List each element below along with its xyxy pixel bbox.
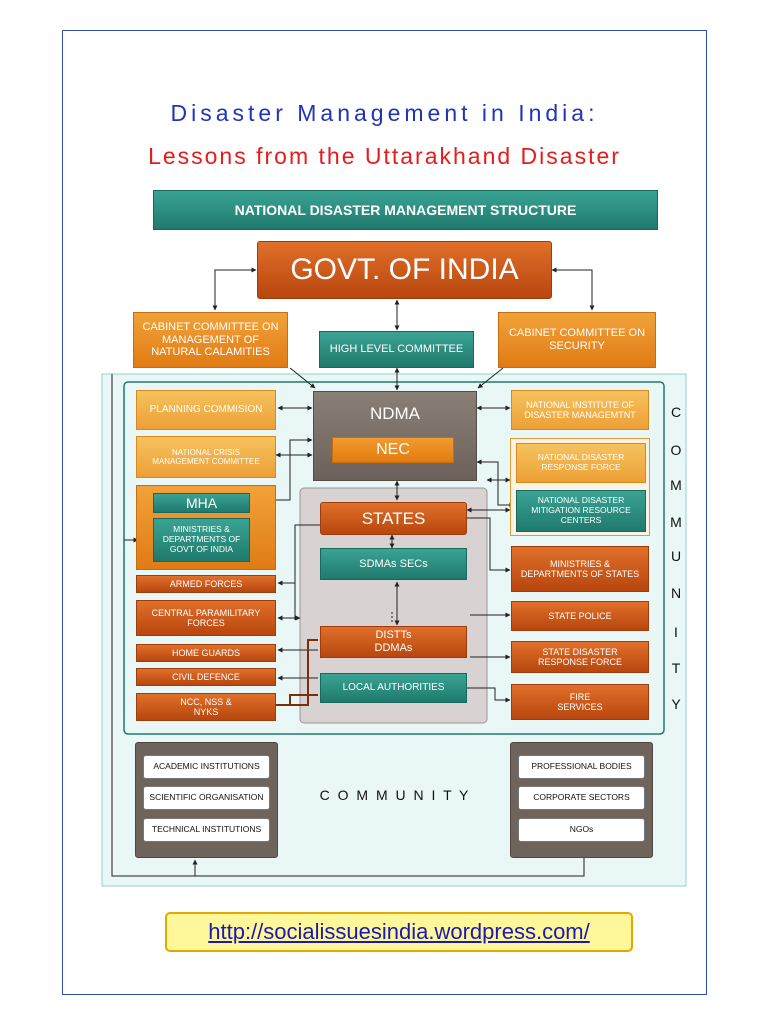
community-letter: O xyxy=(670,442,682,458)
blog-link[interactable]: http://socialissuesindia.wordpress.com/ xyxy=(208,919,590,944)
url-box: http://socialissuesindia.wordpress.com/ xyxy=(165,912,633,952)
states-panel xyxy=(299,487,488,724)
home-guards: HOME GUARDS xyxy=(136,644,276,662)
planning-commission: PLANNING COMMISION xyxy=(136,390,276,430)
page-title: Disaster Management in India: xyxy=(170,100,599,126)
community-letter: C xyxy=(670,404,682,420)
ncc-nss-nyks: NCC, NSS & NYKS xyxy=(136,693,276,721)
ministries-departments-states: MINISTRIES & DEPARTMENTS OF STATES xyxy=(511,546,649,592)
community-letter: I xyxy=(674,624,678,640)
central-paramilitary-forces: CENTRAL PARAMILITARY FORCES xyxy=(136,600,276,636)
national-crisis-management-committee: NATIONAL CRISIS MANAGEMENT COMMITTEE xyxy=(136,436,276,478)
community-letter: T xyxy=(671,660,681,676)
professional-bodies: PROFESSIONAL BODIES xyxy=(518,755,645,779)
state-disaster-response-force: STATE DISASTER RESPONSE FORCE xyxy=(511,641,649,673)
distts-ddmas-box: DISTTs DDMAs xyxy=(320,626,467,658)
state-police: STATE POLICE xyxy=(511,601,649,631)
diagram-header: NATIONAL DISASTER MANAGEMENT STRUCTURE xyxy=(153,190,658,230)
sdmas-secs-box: SDMAs SECs xyxy=(320,548,467,580)
corporate-sectors: CORPORATE SECTORS xyxy=(518,786,645,810)
academic-institutions: ACADEMIC INSTITUTIONS xyxy=(143,755,270,779)
page-frame xyxy=(62,30,707,995)
national-disaster-response-force: NATIONAL DISASTER RESPONSE FORCE xyxy=(516,443,646,483)
community-letter: U xyxy=(670,548,682,564)
nec-box: NEC xyxy=(332,437,454,463)
ngos: NGOs xyxy=(518,818,645,842)
community-letter: M xyxy=(670,514,682,530)
local-authorities-box: LOCAL AUTHORITIES xyxy=(320,673,467,703)
fire-services: FIRE SERVICES xyxy=(511,684,649,720)
community-letter: Y xyxy=(671,696,681,712)
civil-defence: CIVIL DEFENCE xyxy=(136,668,276,686)
community-letter: N xyxy=(670,585,682,601)
scientific-organisation: SCIENTIFIC ORGANISATION xyxy=(143,786,270,810)
community-horizontal: C O M M U N I T Y xyxy=(319,787,471,803)
ndma-label: NDMA xyxy=(369,404,421,423)
armed-forces: ARMED FORCES xyxy=(136,575,276,593)
page-subtitle: Lessons from the Uttarakhand Disaster xyxy=(148,143,621,169)
national-disaster-mitigation-resource-centers: NATIONAL DISASTER MITIGATION RESOURCE CE… xyxy=(516,490,646,532)
technical-institutions: TECHNICAL INSTITUTIONS xyxy=(143,818,270,842)
govt-of-india-box: GOVT. OF INDIA xyxy=(257,241,552,299)
inner-panel xyxy=(123,381,665,735)
community-letter: M xyxy=(670,477,682,493)
cabinet-committee-natural-calamities: CABINET COMMITTEE ON MANAGEMENT OF NATUR… xyxy=(133,312,288,368)
mha-box: MHA xyxy=(153,493,250,513)
national-institute-disaster-management: NATIONAL INSTITUTE OF DISASTER MANAGEMTN… xyxy=(511,390,649,430)
cabinet-committee-security: CABINET COMMITTEE ON SECURITY xyxy=(498,312,656,368)
states-box: STATES xyxy=(320,502,467,535)
high-level-committee: HIGH LEVEL COMMITTEE xyxy=(319,331,474,368)
ndma-box: NDMA xyxy=(313,391,477,481)
ministries-departments-goi: MINISTRIES & DEPARTMENTS OF GOVT OF INDI… xyxy=(153,518,250,562)
